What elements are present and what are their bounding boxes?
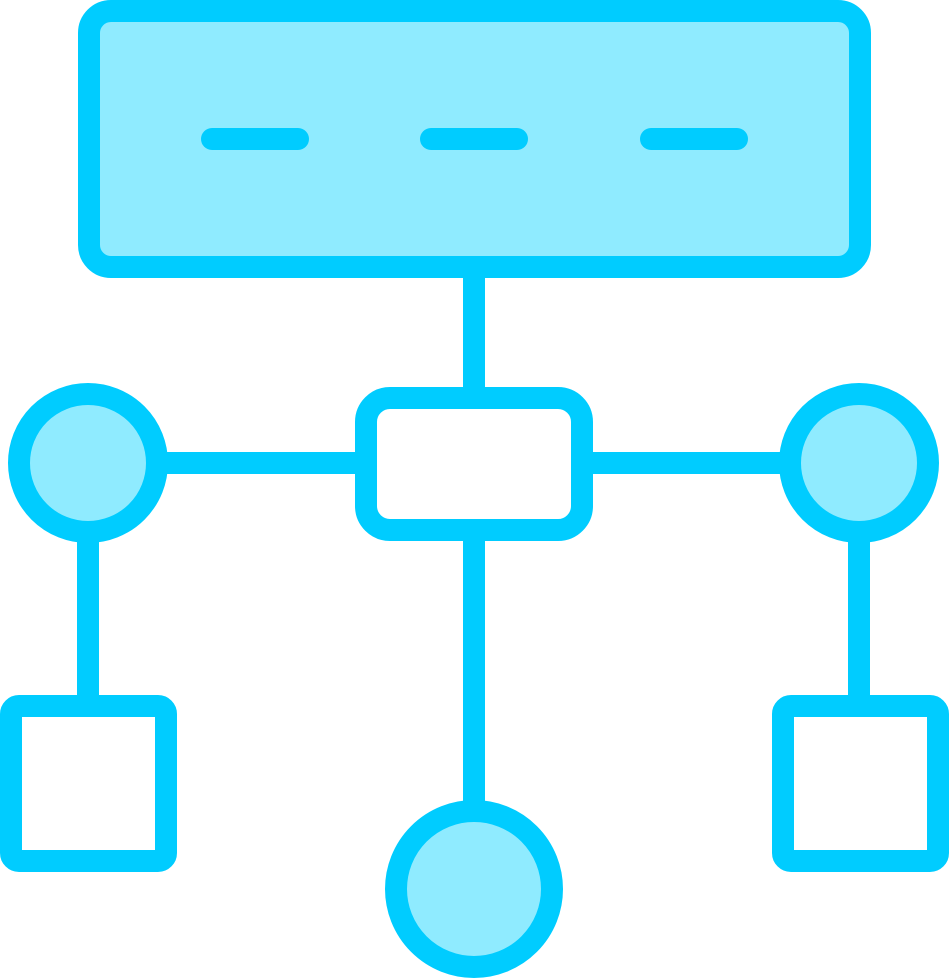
right-circle-node bbox=[779, 383, 939, 543]
bottom-circle-node bbox=[385, 800, 563, 978]
left-circle-node bbox=[8, 383, 168, 543]
left-square-node bbox=[0, 695, 177, 872]
right-square-node bbox=[772, 695, 949, 872]
center-hub-box bbox=[355, 387, 593, 541]
